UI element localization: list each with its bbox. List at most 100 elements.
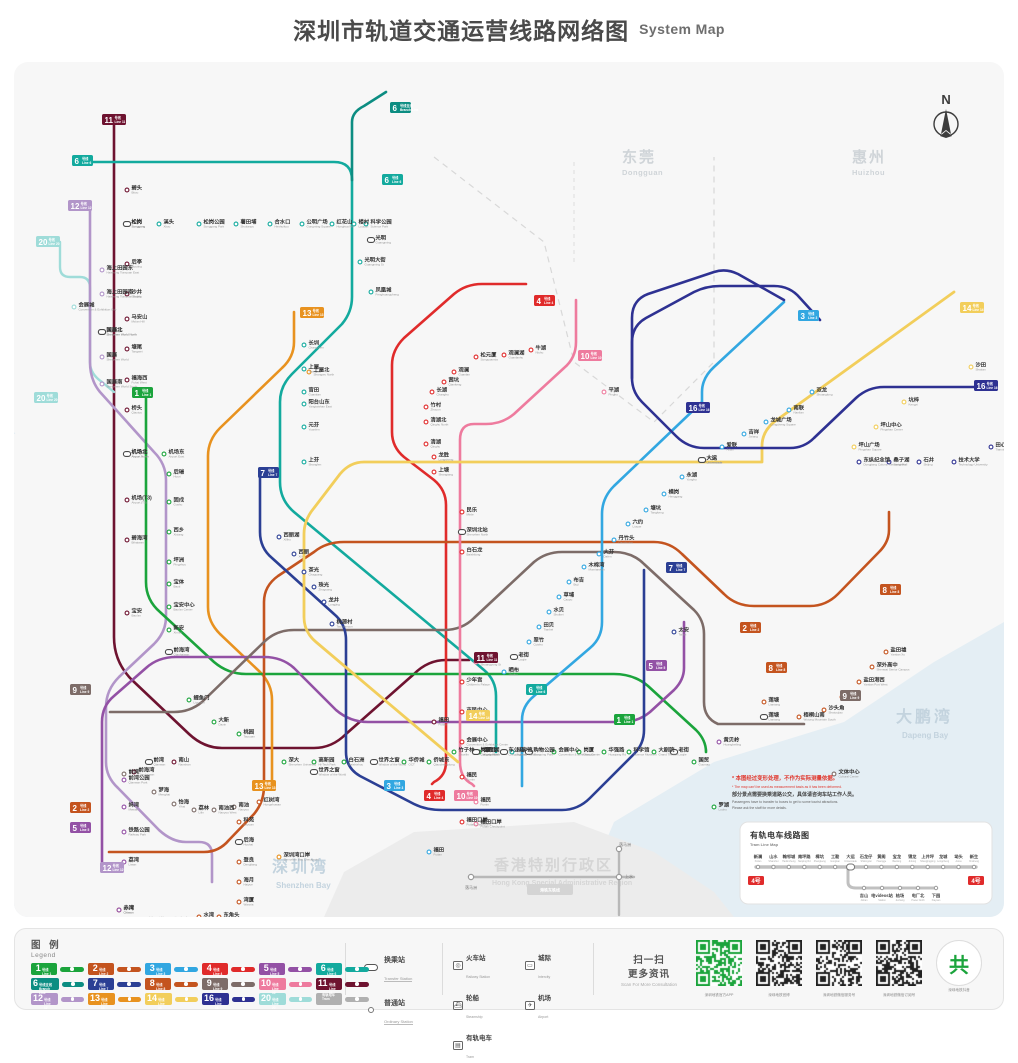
station-railway-park[interactable] bbox=[121, 829, 127, 835]
station-zhuguang[interactable] bbox=[311, 584, 317, 590]
station-xitou[interactable] bbox=[156, 221, 162, 227]
rail-line-2[interactable] bbox=[107, 510, 891, 854]
station-futian-checkpoint[interactable] bbox=[459, 819, 465, 825]
station-marker[interactable] bbox=[196, 914, 202, 917]
station-oct[interactable] bbox=[401, 759, 407, 765]
station-dongjiang-column-memorial-hall[interactable] bbox=[856, 459, 862, 465]
station-marker[interactable] bbox=[341, 759, 347, 765]
station-window-of-the-world[interactable] bbox=[369, 759, 379, 765]
station-futian[interactable] bbox=[431, 719, 437, 725]
station-shenzhen-world-north[interactable] bbox=[97, 329, 107, 335]
station-wutong-mountain-south[interactable] bbox=[796, 714, 802, 720]
station-marker[interactable] bbox=[441, 379, 447, 385]
station-cuizhu[interactable] bbox=[526, 639, 532, 645]
station-marker[interactable] bbox=[761, 699, 767, 705]
station-shuiwan[interactable] bbox=[196, 914, 202, 917]
qr-code-4[interactable]: 共深圳地铁抖音 bbox=[931, 940, 987, 998]
station-yihai[interactable] bbox=[171, 801, 177, 807]
station-marker[interactable] bbox=[124, 346, 130, 352]
station-marker[interactable] bbox=[166, 559, 172, 565]
station-marker[interactable] bbox=[626, 749, 632, 755]
station-gushu[interactable] bbox=[166, 499, 172, 505]
station-marker[interactable] bbox=[431, 719, 437, 725]
station-buji[interactable] bbox=[566, 579, 572, 585]
transfer-station-marker[interactable] bbox=[697, 457, 707, 463]
station-marker[interactable] bbox=[124, 497, 130, 503]
station-marker[interactable] bbox=[831, 771, 837, 777]
station-marker[interactable] bbox=[301, 366, 307, 372]
station-marker[interactable] bbox=[459, 819, 465, 825]
station-dafen[interactable] bbox=[596, 551, 602, 557]
station-marker[interactable] bbox=[423, 419, 429, 425]
station-marker[interactable] bbox=[886, 459, 892, 465]
station-marker[interactable] bbox=[124, 537, 130, 543]
station-taoyuan[interactable] bbox=[236, 731, 242, 737]
station-pinghu[interactable] bbox=[601, 389, 607, 395]
station-songyuanxia[interactable] bbox=[473, 354, 479, 360]
tram-station[interactable] bbox=[817, 864, 822, 870]
tram-branch-station[interactable] bbox=[933, 885, 939, 891]
station-marker[interactable] bbox=[501, 669, 507, 675]
station-shatian[interactable] bbox=[968, 364, 974, 370]
station-niuhu[interactable] bbox=[528, 347, 534, 353]
station-marker[interactable] bbox=[809, 389, 815, 395]
station-science-museum[interactable] bbox=[509, 749, 515, 755]
station-yantian-xu[interactable] bbox=[883, 649, 889, 655]
station-laojie[interactable] bbox=[669, 749, 679, 755]
station-marker[interactable] bbox=[556, 594, 562, 600]
transfer-station-marker[interactable] bbox=[234, 839, 244, 845]
station-marker[interactable] bbox=[988, 444, 994, 450]
station-nanyou-west[interactable] bbox=[211, 807, 217, 813]
station-marker[interactable] bbox=[679, 474, 685, 480]
station-marker[interactable] bbox=[166, 471, 172, 477]
tram-station[interactable] bbox=[863, 864, 869, 870]
station-marker[interactable] bbox=[301, 459, 307, 465]
station-taoyuancun[interactable] bbox=[329, 621, 335, 627]
station-guangming[interactable] bbox=[366, 237, 376, 243]
station-haishang-tianyuan-south[interactable] bbox=[99, 291, 105, 297]
station-xilihu[interactable] bbox=[276, 534, 282, 540]
station-marker[interactable] bbox=[459, 549, 465, 555]
station-marker[interactable] bbox=[763, 419, 769, 425]
station-marker[interactable] bbox=[191, 807, 197, 813]
transfer-station-marker[interactable] bbox=[499, 749, 509, 755]
tram-station[interactable] bbox=[971, 864, 977, 870]
station-kengzi[interactable] bbox=[901, 399, 907, 405]
station-marker[interactable] bbox=[363, 221, 369, 227]
station-marker[interactable] bbox=[116, 907, 122, 913]
station-marker[interactable] bbox=[719, 444, 725, 450]
station-futian-checkpoint[interactable] bbox=[473, 821, 479, 827]
station-marker[interactable] bbox=[661, 491, 667, 497]
station-pingshan-square[interactable] bbox=[851, 444, 857, 450]
station-marker[interactable] bbox=[473, 821, 479, 827]
station-qiaochengdong[interactable] bbox=[426, 759, 432, 765]
station-yantian-port-west[interactable] bbox=[856, 679, 862, 685]
station-menghai[interactable] bbox=[151, 789, 157, 795]
station-shenwai-senior-campus[interactable] bbox=[869, 664, 875, 670]
transfer-station-marker[interactable] bbox=[759, 714, 769, 720]
station-nanyou[interactable] bbox=[231, 804, 237, 810]
station-marker[interactable] bbox=[551, 749, 557, 755]
station-marker[interactable] bbox=[124, 407, 130, 413]
station-marker[interactable] bbox=[459, 739, 465, 745]
station-marker[interactable] bbox=[171, 801, 177, 807]
station-fuhai-west[interactable] bbox=[124, 377, 130, 383]
station-heshuikou[interactable] bbox=[267, 221, 273, 227]
station-marker[interactable] bbox=[131, 769, 137, 775]
station-chegongmiao[interactable] bbox=[499, 749, 509, 755]
station-marker[interactable] bbox=[916, 459, 922, 465]
